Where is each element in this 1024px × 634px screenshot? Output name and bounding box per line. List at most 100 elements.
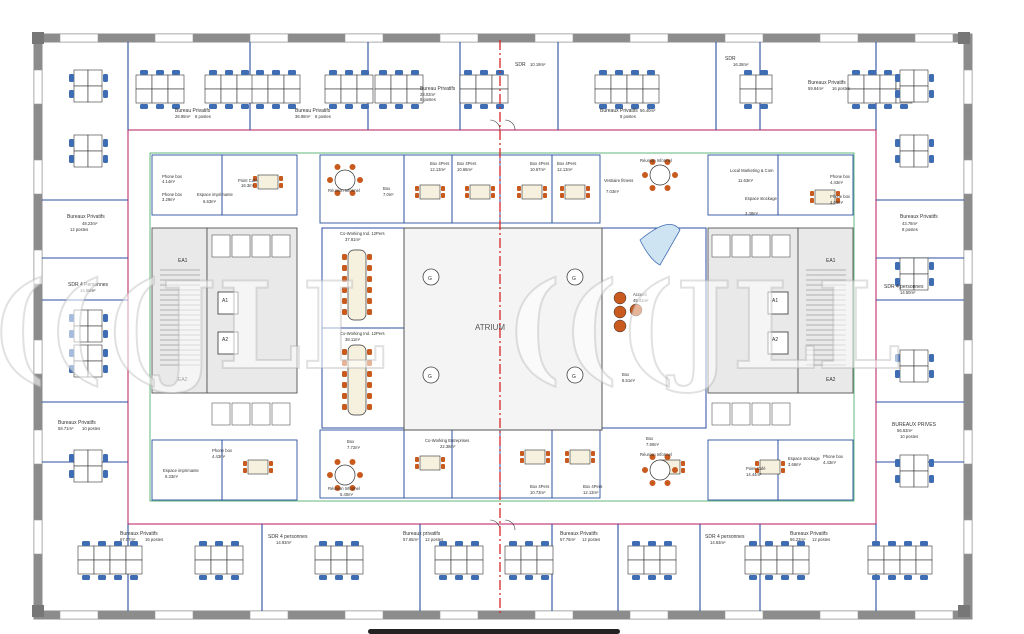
room-label: BUREAUX PRIVES bbox=[892, 422, 937, 428]
chair bbox=[471, 541, 479, 546]
meeting-table bbox=[419, 184, 441, 200]
chair bbox=[929, 459, 934, 467]
chair bbox=[649, 454, 656, 461]
chair bbox=[895, 475, 900, 483]
desk bbox=[899, 365, 915, 383]
office-partitions bbox=[42, 42, 964, 611]
desk bbox=[283, 74, 301, 90]
chair bbox=[664, 184, 671, 191]
window bbox=[33, 69, 43, 105]
watermark-text: (((JLL bbox=[505, 256, 901, 397]
chair bbox=[755, 468, 759, 473]
room-area: 59.84m² bbox=[808, 86, 824, 91]
desk bbox=[643, 545, 661, 561]
chair bbox=[491, 186, 495, 191]
chair bbox=[895, 370, 900, 378]
desk bbox=[450, 545, 468, 561]
chair bbox=[253, 176, 257, 181]
chair bbox=[920, 575, 928, 580]
room-label: SDR bbox=[515, 62, 526, 68]
wc-cubicle bbox=[751, 234, 771, 258]
window bbox=[534, 610, 574, 620]
jll-watermark: (((JLL (((JLL bbox=[0, 255, 902, 398]
chair bbox=[349, 189, 356, 196]
desk bbox=[459, 88, 477, 104]
corner-pillar bbox=[958, 32, 970, 44]
chair bbox=[241, 70, 249, 75]
desk bbox=[374, 88, 392, 104]
room-label: Bureaux Privatifs bbox=[120, 531, 158, 537]
chair bbox=[884, 70, 892, 75]
chair bbox=[342, 276, 347, 282]
window bbox=[963, 249, 973, 285]
window bbox=[914, 33, 954, 43]
desk bbox=[77, 559, 95, 575]
desk bbox=[594, 74, 612, 90]
room-area: 14.93m² bbox=[276, 540, 292, 545]
chair bbox=[895, 139, 900, 147]
desk bbox=[659, 559, 677, 575]
chair bbox=[649, 159, 656, 166]
chair bbox=[904, 541, 912, 546]
room-area: 7.0m² bbox=[383, 192, 394, 197]
chair bbox=[98, 575, 106, 580]
core-code: A2 bbox=[222, 337, 228, 343]
room-area: 37.81m² bbox=[345, 237, 361, 242]
scroll-handle[interactable] bbox=[368, 629, 620, 634]
room-label: Réunion Informel bbox=[640, 158, 672, 163]
room-seats: 10 postes bbox=[82, 426, 100, 431]
corner-pillar bbox=[32, 32, 44, 44]
chair bbox=[114, 575, 122, 580]
room-seats: 8 postes bbox=[902, 227, 918, 232]
chair bbox=[560, 193, 564, 198]
room-label: Box bbox=[622, 372, 630, 377]
chair bbox=[441, 193, 445, 198]
desk bbox=[210, 559, 228, 575]
desk bbox=[867, 559, 885, 575]
corner-pillar bbox=[32, 605, 44, 617]
chair bbox=[895, 354, 900, 362]
room-label: Bureaux privatifs bbox=[403, 531, 441, 537]
desk bbox=[251, 88, 269, 104]
wc-cubicle bbox=[231, 402, 251, 426]
window bbox=[629, 33, 669, 43]
window bbox=[914, 610, 954, 620]
room-label: Espace imprimante bbox=[163, 468, 200, 473]
lounge-chair bbox=[613, 305, 627, 319]
desk bbox=[899, 454, 915, 472]
chair bbox=[272, 104, 280, 109]
desk bbox=[913, 69, 929, 87]
chair bbox=[541, 575, 549, 580]
room-label: Bureaux Privatifs bbox=[58, 420, 96, 426]
door-swing bbox=[489, 519, 501, 531]
meeting-table bbox=[247, 459, 269, 475]
chair bbox=[209, 104, 217, 109]
chair bbox=[546, 458, 550, 463]
chair bbox=[140, 104, 148, 109]
chair bbox=[520, 458, 524, 463]
chair bbox=[327, 177, 333, 183]
window bbox=[534, 33, 574, 43]
chair bbox=[140, 70, 148, 75]
chair bbox=[415, 193, 419, 198]
chair bbox=[439, 575, 447, 580]
corridor-inner bbox=[149, 152, 855, 502]
room-label: Vestiaire fitness bbox=[604, 178, 633, 183]
chair bbox=[225, 70, 233, 75]
lounge-chair bbox=[629, 303, 643, 317]
chair bbox=[231, 575, 239, 580]
atrium-markers: G G G G bbox=[422, 268, 584, 384]
inner-box bbox=[777, 154, 854, 216]
chair bbox=[253, 183, 257, 188]
chair bbox=[103, 330, 108, 338]
chair bbox=[172, 104, 180, 109]
desk bbox=[536, 545, 554, 561]
chair bbox=[929, 74, 934, 82]
desk bbox=[73, 85, 89, 103]
marker-circle bbox=[422, 268, 440, 286]
room-label: Phone box bbox=[212, 448, 233, 453]
desk bbox=[77, 545, 95, 561]
desk bbox=[167, 74, 185, 90]
room-area: 16.28m² bbox=[733, 62, 749, 67]
chair bbox=[895, 155, 900, 163]
